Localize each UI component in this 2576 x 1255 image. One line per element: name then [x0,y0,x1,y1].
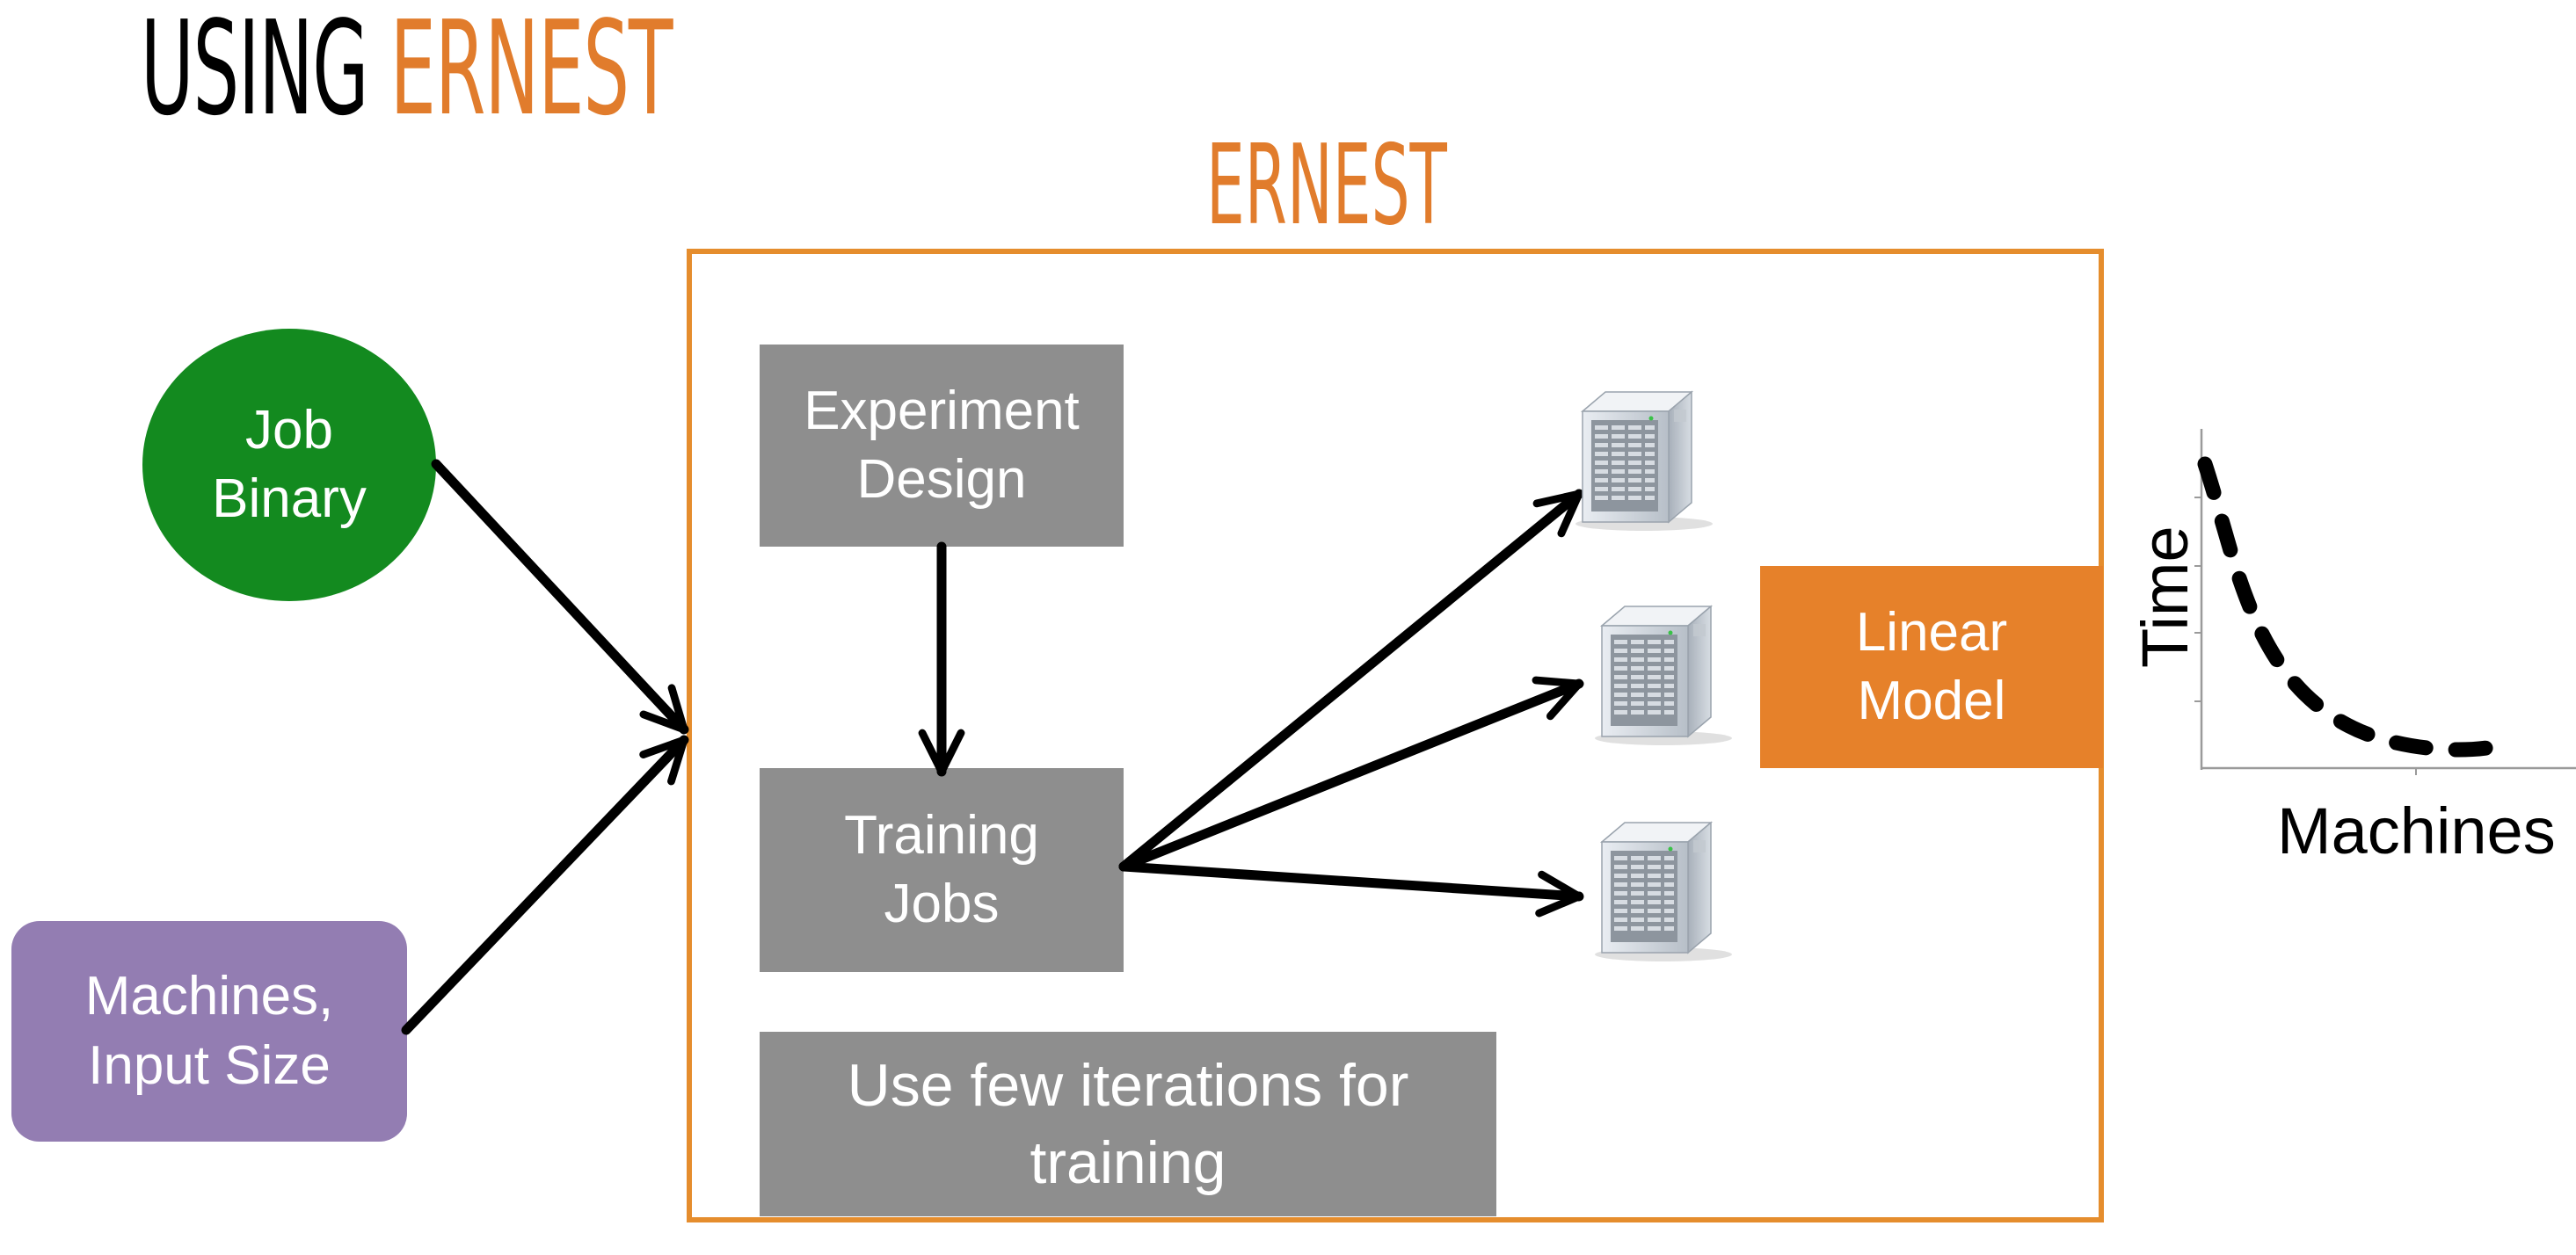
arrow-training-to-server-3 [1118,861,1584,918]
server-icon [1594,606,1733,746]
machines-input-label: Machines, Input Size [84,966,334,1096]
training-jobs-node: Training Jobs [760,768,1124,972]
machines-input-node: Machines, Input Size [11,921,407,1142]
training-jobs-label: Training Jobs [844,804,1039,934]
time-machines-plot [2194,429,2576,775]
server-icon [1575,391,1714,532]
server-icon [1594,822,1733,962]
iterations-note-label: Use few iterations for training [847,1051,1409,1196]
linear-model-node: Linear Model [1760,566,2103,768]
slide-title-prefix: USING [141,0,368,144]
job-binary-node: Job Binary [142,329,436,601]
arrow-training-to-server-1 [1118,489,1584,872]
linear-model-label: Linear Model [1855,601,2008,731]
arrow-machines-to-ernest [401,735,689,1035]
slide-title: USING ERNEST [141,4,673,134]
arrow-training-to-server-2 [1118,676,1584,872]
arrow-job-binary-to-ernest [431,459,689,735]
experiment-design-node: Experiment Design [760,345,1124,547]
slide-title-accent: ERNEST [389,0,673,144]
job-binary-label: Job Binary [212,399,367,529]
plot-x-label: Machines [2277,794,2556,867]
plot-y-label: Time [2128,526,2201,668]
ernest-box-title: ERNEST [1206,120,1447,250]
experiment-design-label: Experiment Design [804,380,1080,510]
time-curve [2197,456,2519,758]
iterations-note-node: Use few iterations for training [760,1032,1496,1216]
